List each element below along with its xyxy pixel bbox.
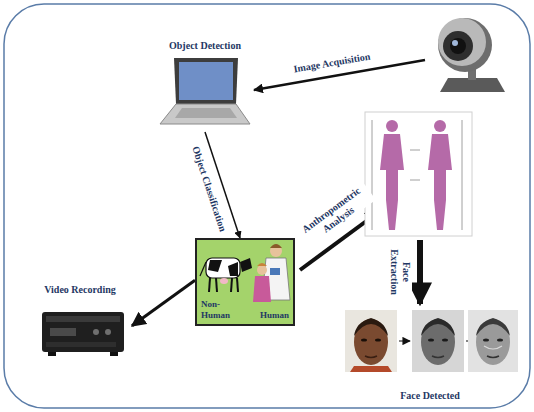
body-chart-picture-part [386,120,398,132]
face-photos-part [365,356,377,358]
face-photos-part [432,356,444,358]
webcam-icon-part [440,78,505,92]
webcam-icon-part [438,18,486,66]
face-photos-part [421,319,455,365]
face-photos-part [399,340,410,341]
body-chart-picture-part [462,120,463,230]
body-chart-picture-part [365,112,472,236]
dvr-picture-part [46,316,120,322]
dvr-picture-part [93,329,99,335]
text-row: Non-HumanHuman [197,299,293,324]
laptop-icon-part [160,104,250,124]
webcam-icon-part [452,40,458,46]
class-name: Human [260,310,289,321]
face-photos [345,310,518,372]
node-heading: Video Recording [44,284,116,296]
face-photos-part [354,318,388,336]
extraction-label: Face Extraction [388,243,412,302]
body-chart-picture-part [372,120,373,230]
webcam-icon-part [450,38,466,54]
body-chart-picture-part [434,120,446,132]
dvr-picture-part [42,312,124,352]
body-chart-picture [365,112,472,236]
face-photos-part [375,338,381,341]
body-chart-picture-part [380,134,404,230]
face-photos-part [354,319,388,365]
cow-picture-part [200,262,206,276]
class-name: Non-Human [201,299,241,321]
people-picture-part [257,265,267,275]
classification-box: Non-HumanHuman [195,238,295,326]
people-picture-part [270,244,282,248]
face-photos-part [476,318,510,336]
dvr-picture-part [50,328,76,336]
webcam-icon [438,18,505,92]
node-heading: Face Detected [400,390,460,402]
people-picture [253,244,290,302]
face-photos-part [412,310,464,372]
laptop-icon-part [175,108,237,118]
face-photos-part [361,338,367,341]
people-picture-part [257,263,267,266]
laptop-icon-part [179,62,233,100]
node-heading: Object Detection [169,40,241,52]
webcam-icon-part [438,18,492,72]
body-chart-picture-part [410,180,420,181]
face-photos-part [468,310,518,372]
outer-frame [4,4,530,408]
extraction-arrow [417,240,423,304]
face-photos-part [428,338,434,341]
cow-picture-part [228,262,238,276]
cow-picture [200,258,252,292]
cow-picture-part [206,258,240,278]
face-photos-part [487,356,499,358]
laptop-icon-part [174,58,238,104]
people-picture-part [253,276,271,302]
connector-arrow [132,280,195,326]
face-photos-part [421,318,455,336]
face-photos-part [476,319,510,365]
cow-picture-part [220,278,228,284]
cow-picture-part [216,278,217,292]
dvr-picture-part [46,342,116,347]
face-photos-part [345,310,397,372]
body-chart-picture-part [410,150,420,151]
dvr-picture-part [110,352,118,356]
people-picture-part [270,268,280,275]
face-photos-part [350,366,392,372]
cow-picture-part [240,258,252,272]
cow-picture-part [231,278,232,292]
face-photos-part [497,338,503,341]
laptop-icon [160,58,250,124]
body-chart-picture-part [428,134,452,230]
cow-picture-part [237,278,238,292]
classification-fill [196,239,294,325]
laptop-node: Object Detection [150,40,260,132]
recorder-node: Video Recording [28,284,132,360]
face-node: Face Detected [340,306,520,402]
face-photos-part [484,346,502,349]
people-picture-part [270,245,282,257]
cow-picture-part [208,260,222,272]
dvr-picture [42,312,124,356]
cow-picture-part [209,278,210,292]
dvr-picture-part [48,352,56,356]
webcam-icon-part [443,31,473,61]
dvr-picture-part [105,329,111,335]
face-photos-part [442,338,448,341]
face-photos-part [483,338,489,341]
